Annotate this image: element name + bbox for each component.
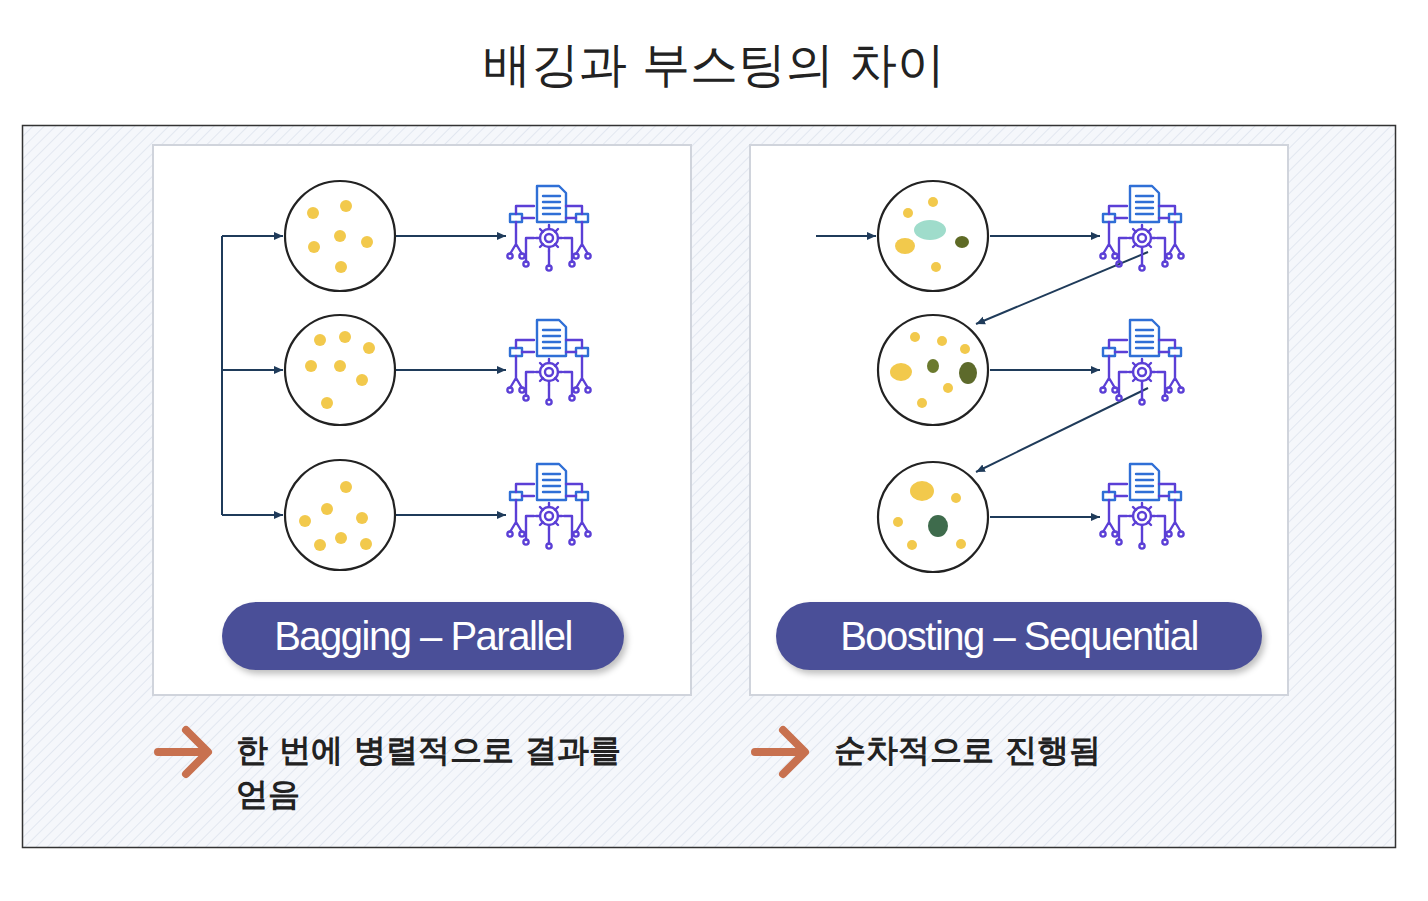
pill-text: Boosting – Sequential	[840, 614, 1198, 659]
diagram-title: 배깅과 부스팅의 차이	[0, 34, 1428, 94]
pill-text: Bagging – Parallel	[274, 614, 572, 659]
label-pill: Bagging – Parallel	[222, 602, 624, 670]
label-pill: Boosting – Sequential	[776, 602, 1262, 670]
caption-note: 순차적으로 진행됨	[834, 728, 1234, 772]
caption-note: 한 번에 병렬적으로 결과를 얻음	[236, 728, 636, 816]
